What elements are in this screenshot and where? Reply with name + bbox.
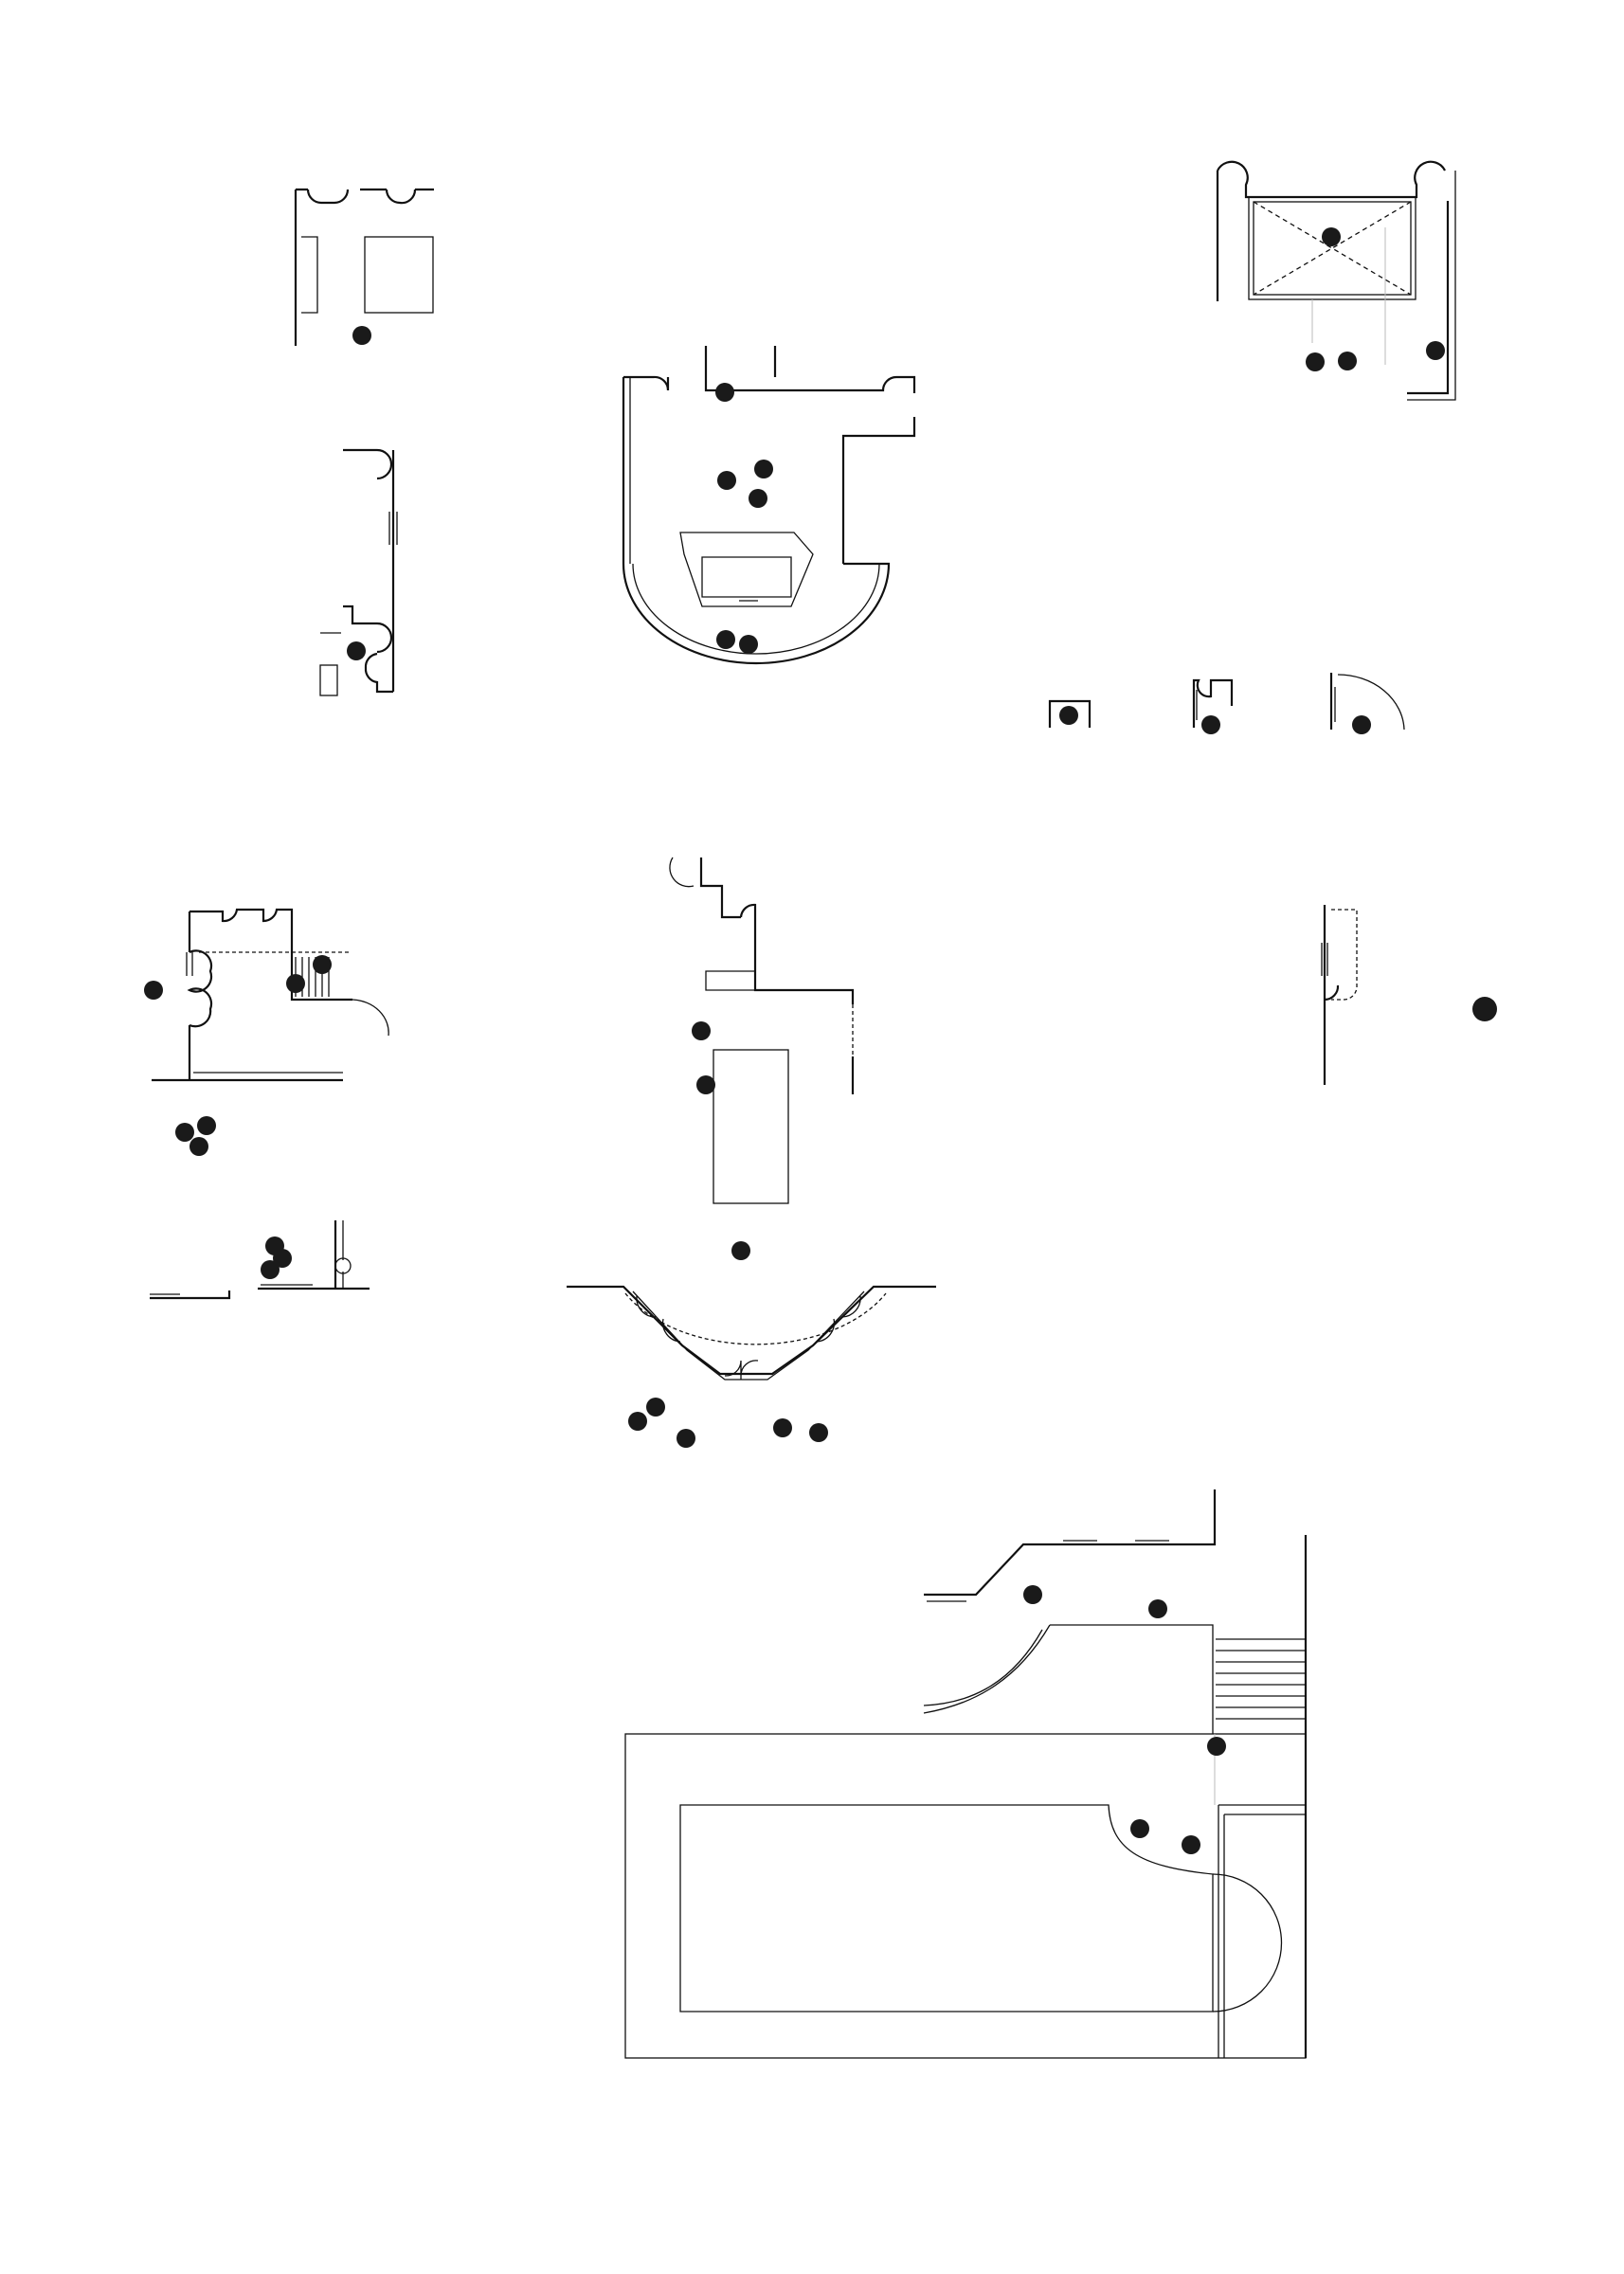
light-fixture-icon xyxy=(628,1412,647,1431)
light-fixture-icon xyxy=(1338,352,1357,370)
light-fixture-icon xyxy=(1130,1819,1149,1838)
light-fixture-icon xyxy=(286,974,305,993)
light-fixture-icon xyxy=(731,1241,750,1260)
light-fixture-icon xyxy=(1426,341,1445,360)
light-fixture-icon xyxy=(739,635,758,654)
plan-door-details xyxy=(1048,673,1405,731)
light-fixture-icon xyxy=(696,1075,715,1094)
plan-kitchen-island xyxy=(669,857,855,1204)
plan-canopy-entrance xyxy=(1216,160,1456,401)
plan-bay-window xyxy=(567,1285,936,1381)
plan-entry-foyer xyxy=(294,188,434,346)
light-fixture-icon xyxy=(809,1423,828,1442)
light-fixture-icon xyxy=(1472,997,1497,1021)
light-fixture-icon xyxy=(347,641,366,660)
light-fixture-icon xyxy=(677,1429,695,1448)
light-fixture-icon xyxy=(773,1418,792,1437)
plan-stair-landing xyxy=(152,908,389,1082)
light-fixture-icon xyxy=(1148,1599,1167,1618)
plan-pool-terrace xyxy=(624,1489,1308,2059)
plan-wall-details xyxy=(150,1220,370,1300)
light-fixtures xyxy=(144,227,1497,1854)
light-fixture-icon xyxy=(313,955,332,974)
light-fixture-icon xyxy=(189,1137,208,1156)
light-fixture-icon xyxy=(352,326,371,345)
light-fixture-icon xyxy=(1059,706,1078,725)
light-fixture-icon xyxy=(144,981,163,1000)
light-fixture-icon xyxy=(717,471,736,490)
light-fixture-icon xyxy=(716,630,735,649)
light-fixture-icon xyxy=(197,1116,216,1135)
light-fixture-icon xyxy=(646,1398,665,1417)
light-fixture-icon xyxy=(715,383,734,402)
light-fixture-icon xyxy=(749,489,767,508)
light-fixture-icon xyxy=(692,1021,711,1040)
light-fixture-icon xyxy=(175,1123,194,1142)
plan-side-door xyxy=(1321,905,1358,1085)
plan-bay-room xyxy=(622,346,916,665)
light-fixture-icon xyxy=(273,1249,292,1268)
light-fixture-icon xyxy=(261,1260,280,1279)
light-fixture-icon xyxy=(1352,715,1371,734)
light-fixture-icon xyxy=(1023,1585,1042,1604)
light-fixture-icon xyxy=(1182,1835,1200,1854)
light-fixture-icon xyxy=(1207,1737,1226,1756)
light-fixture-icon xyxy=(1322,227,1341,246)
light-fixture-icon xyxy=(754,460,773,478)
light-fixture-icon xyxy=(1201,715,1220,734)
plan-corridor-stair xyxy=(319,448,398,696)
light-fixture-icon xyxy=(1306,352,1325,371)
